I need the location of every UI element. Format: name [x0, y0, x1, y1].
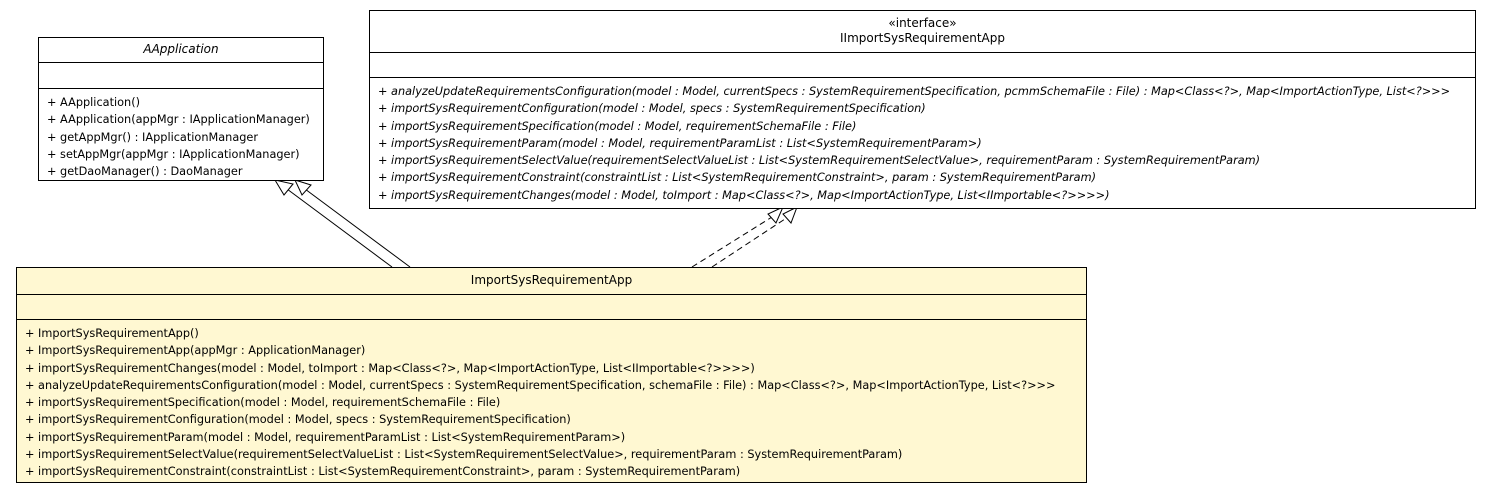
- realization-edge: [691, 205, 798, 268]
- class-name: IImportSysRequirementApp: [840, 31, 1005, 45]
- class-importsysrequirementapp[interactable]: ImportSysRequirementApp + ImportSysRequi…: [16, 267, 1087, 483]
- operation: + AApplication(): [47, 96, 141, 109]
- operations-compartment: + analyzeUpdateRequirementsConfiguration…: [370, 78, 1475, 204]
- attributes-compartment: [39, 63, 323, 89]
- operation: + setAppMgr(appMgr : IApplicationManager…: [47, 147, 300, 161]
- operation: + importSysRequirementSelectValue(requir…: [378, 154, 1261, 168]
- generalization-edge: [273, 179, 411, 268]
- operation: + getDaoManager() : DaoManager: [47, 165, 243, 179]
- stereotype-label: «interface»: [888, 16, 957, 30]
- operation: + importSysRequirementConfiguration(mode…: [25, 413, 571, 427]
- attributes-compartment: [17, 295, 1086, 320]
- generalization-arrowhead-icon: [294, 179, 312, 196]
- operation: + importSysRequirementParam(model : Mode…: [25, 430, 626, 444]
- operation: + analyzeUpdateRequirementsConfiguration…: [378, 85, 1451, 98]
- operation: + importSysRequirementChanges(model : Mo…: [25, 361, 755, 375]
- operation: + importSysRequirementSelectValue(requir…: [25, 448, 903, 462]
- operation: + ImportSysRequirementApp(appMgr : Appli…: [25, 344, 366, 358]
- class-aapplication[interactable]: AApplication + AApplication() + AApplica…: [38, 37, 324, 181]
- operation: + importSysRequirementConstraint(constra…: [378, 171, 1096, 185]
- operation: + getAppMgr() : IApplicationManager: [47, 130, 259, 144]
- operation: + importSysRequirementSpecification(mode…: [25, 396, 501, 410]
- operation: + importSysRequirementConstraint(constra…: [25, 465, 741, 479]
- class-header: «interface» IImportSysRequirementApp: [370, 11, 1475, 53]
- class-name: ImportSysRequirementApp: [470, 273, 633, 287]
- operations-compartment: + AApplication() + AApplication(appMgr :…: [39, 89, 323, 180]
- attributes-compartment: [370, 53, 1475, 78]
- realization-arrowhead-icon: [782, 205, 798, 224]
- operation: + importSysRequirementChanges(model : Mo…: [378, 188, 1110, 202]
- operations-compartment: + ImportSysRequirementApp() + ImportSysR…: [17, 320, 1086, 481]
- operation: + importSysRequirementConfiguration(mode…: [378, 102, 926, 116]
- interface-iimportsysrequirementapp[interactable]: «interface» IImportSysRequirementApp + a…: [369, 10, 1476, 209]
- class-header: ImportSysRequirementApp: [17, 268, 1086, 295]
- operation: + AApplication(appMgr : IApplicationMana…: [47, 113, 310, 127]
- class-header: AApplication: [39, 38, 323, 63]
- operation: + importSysRequirementParam(model : Mode…: [378, 136, 982, 150]
- operation: + analyzeUpdateRequirementsConfiguration…: [25, 378, 1056, 392]
- generalization-arrowhead-icon: [273, 179, 294, 196]
- realization-arrowhead-icon: [767, 205, 784, 224]
- operation: + ImportSysRequirementApp(): [25, 327, 199, 340]
- operation: + importSysRequirementSpecification(mode…: [378, 119, 857, 133]
- class-name: AApplication: [143, 42, 219, 56]
